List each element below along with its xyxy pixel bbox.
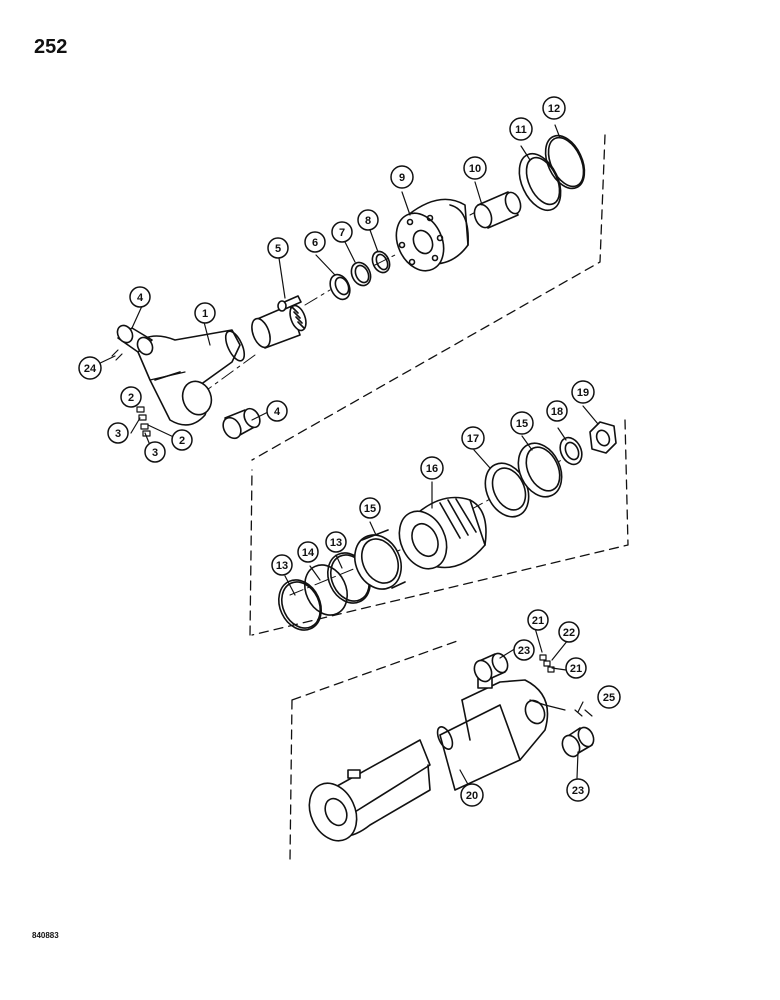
callout-21a: 21 [532, 615, 544, 627]
part-23-bushing-upper [473, 652, 509, 683]
callout-1: 1 [202, 308, 208, 320]
callout-3b: 3 [152, 447, 158, 459]
piston-rod-section [251, 304, 307, 349]
parts-21-22-25-fittings [529, 654, 593, 717]
centerline-top [199, 206, 486, 396]
callout-14: 14 [302, 547, 315, 559]
dashed-outline-middle [249, 419, 629, 636]
callout-labels: 1 2 3 3 2 4 4 5 6 7 8 9 10 11 12 24 13 1… [84, 103, 615, 802]
callout-22: 22 [563, 627, 575, 639]
part-1-rod-eye [134, 329, 246, 426]
callout-4a: 4 [137, 292, 144, 304]
callout-19: 19 [577, 387, 589, 399]
callout-15a: 15 [364, 503, 376, 515]
dashed-outline-top [251, 134, 606, 461]
callout-6: 6 [312, 237, 318, 249]
part-6-ring [329, 273, 351, 301]
part-9-cylinder-head [395, 198, 469, 272]
part-4-bushing-lower [222, 407, 261, 440]
part-15-wear-ring-a [354, 529, 406, 590]
callout-10: 10 [469, 163, 481, 175]
callout-11: 11 [515, 124, 527, 136]
callout-25: 25 [603, 692, 615, 704]
callout-23b: 23 [572, 785, 584, 797]
callout-13a: 13 [276, 560, 288, 572]
part-8-ring [371, 250, 391, 274]
callout-12: 12 [548, 103, 560, 115]
callout-9: 9 [399, 172, 405, 184]
part-20-cylinder-barrel [308, 677, 549, 842]
part-12-ring [544, 134, 586, 190]
callout-7: 7 [339, 227, 345, 239]
callout-13b: 13 [330, 537, 342, 549]
callout-21b: 21 [570, 663, 582, 675]
part-14-ring [304, 564, 348, 616]
part-4-bushing-upper [116, 324, 154, 356]
callout-16: 16 [426, 463, 438, 475]
callout-15b: 15 [516, 418, 528, 430]
callout-circles [78, 96, 621, 807]
callout-18: 18 [551, 406, 563, 418]
part-5-bolt [277, 295, 302, 312]
callout-20: 20 [466, 790, 478, 802]
part-10-sleeve [473, 191, 522, 229]
part-16-piston [398, 496, 487, 570]
callout-5: 5 [275, 243, 281, 255]
page-number: 252 [34, 36, 68, 58]
callout-4b: 4 [274, 406, 281, 418]
callout-17: 17 [467, 433, 479, 445]
callout-3a: 3 [115, 428, 121, 440]
parts-2-3-fittings [111, 349, 186, 437]
dashed-outline-bottom [289, 639, 461, 861]
callout-23a: 23 [518, 645, 530, 657]
part-7-ring [350, 261, 372, 287]
part-23-bushing-lower [561, 726, 595, 758]
callout-leaders [95, 124, 599, 789]
callout-8: 8 [365, 215, 371, 227]
reference-code: 840883 [32, 931, 59, 940]
part-13-ring-a [278, 579, 322, 631]
callout-24: 24 [84, 363, 97, 375]
part-18-ring [559, 436, 583, 466]
callout-2a: 2 [128, 392, 134, 404]
callout-2b: 2 [179, 435, 185, 447]
part-19-nut [589, 421, 617, 454]
